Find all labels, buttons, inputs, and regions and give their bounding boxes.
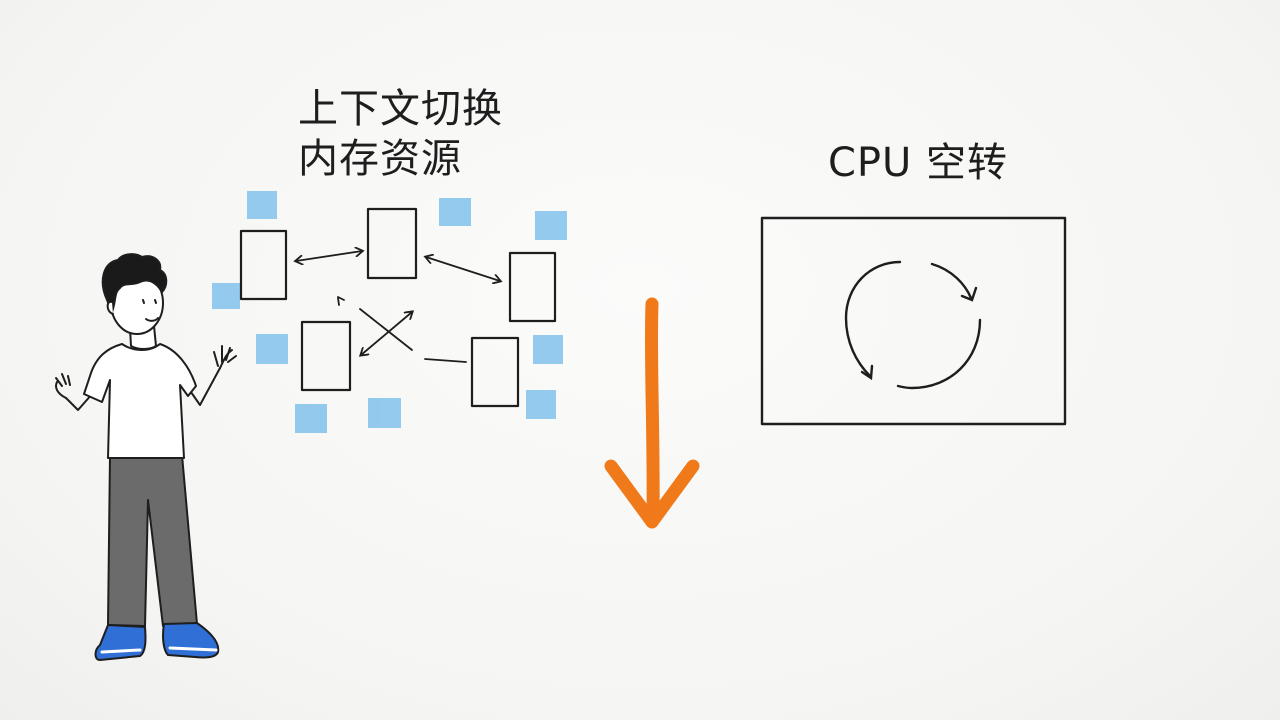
process-box: [239, 229, 288, 301]
process-box: [508, 251, 557, 323]
person-illustration: [55, 253, 237, 661]
context-switch-label: 上下文切换: [298, 86, 503, 132]
memory-block: [368, 398, 401, 428]
memory-block: [526, 390, 556, 419]
cpu-idle-label: CPU 空转: [828, 140, 1009, 186]
process-box: [470, 336, 520, 408]
memory-block: [535, 211, 567, 240]
memory-block: [212, 283, 240, 309]
switch-arrow: [296, 251, 362, 261]
process-boxes: [239, 207, 557, 408]
process-box: [366, 207, 418, 280]
switch-arrow: [361, 312, 412, 355]
pants: [107, 454, 198, 627]
memory-block: [295, 404, 327, 433]
cpu-panel: [760, 216, 1067, 426]
switch-arrow: [426, 257, 500, 281]
memory-blocks: [212, 191, 567, 433]
cpu-frame: [760, 216, 1067, 426]
memory-block: [256, 334, 288, 364]
context-switch-arrows: [296, 251, 500, 363]
right-shoe: [162, 622, 220, 659]
hair: [101, 253, 168, 313]
circular-arrows-icon: [844, 260, 982, 390]
ear: [106, 300, 114, 315]
switch-line: [359, 308, 413, 351]
memory-block: [533, 335, 563, 364]
memory-block: [247, 191, 277, 219]
face-details: [142, 299, 159, 322]
right-hand: [213, 345, 237, 369]
shirt: [83, 343, 197, 459]
memory-block: [439, 198, 471, 226]
switch-tick: [337, 296, 345, 306]
left-shoe: [94, 624, 147, 661]
process-box: [300, 320, 352, 392]
down-arrow-icon: [604, 297, 700, 529]
switch-line: [424, 358, 467, 363]
memory-resource-label: 内存资源: [298, 136, 462, 182]
left-hand: [55, 373, 71, 399]
